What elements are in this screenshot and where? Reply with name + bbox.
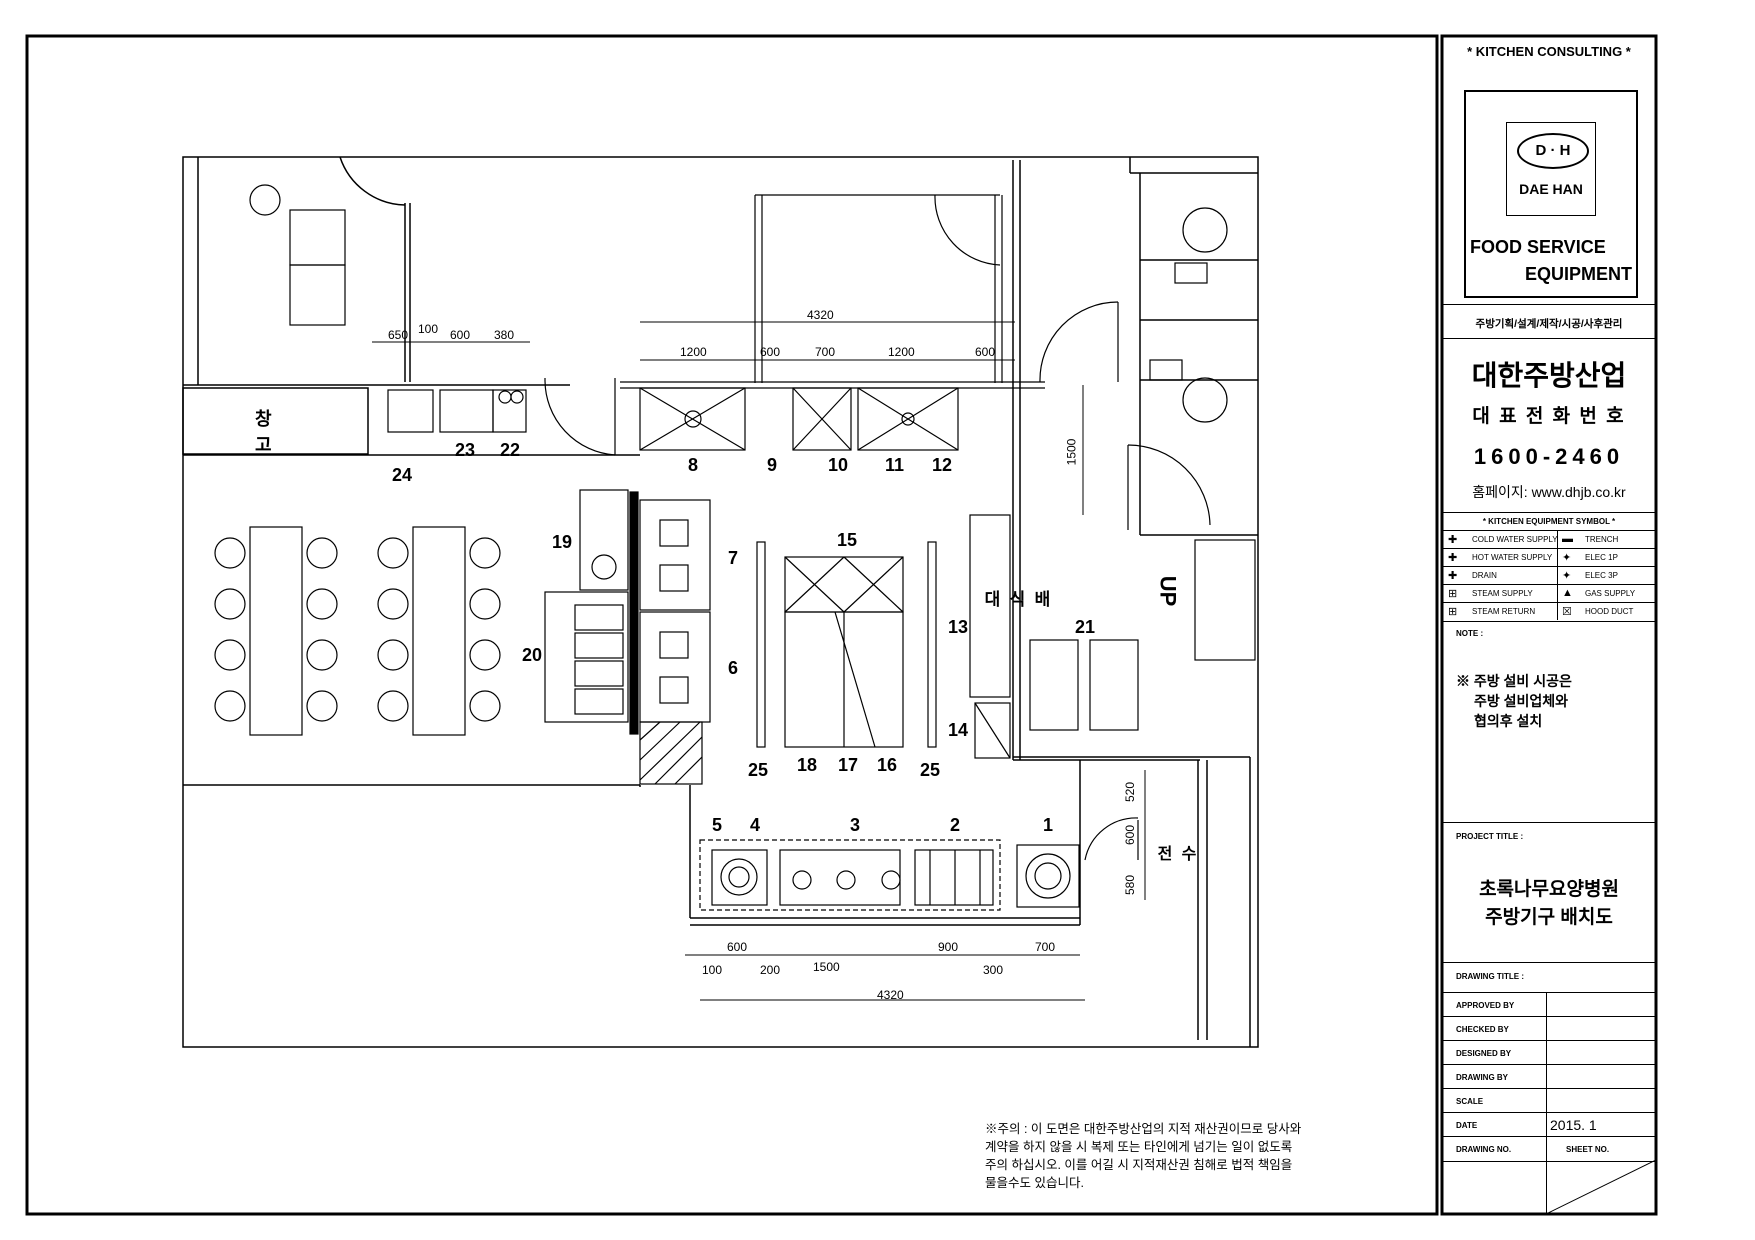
doors: [544, 194, 1211, 861]
left-equipment: [544, 489, 711, 785]
right-equipment: [249, 184, 1256, 731]
dining-area: [214, 526, 501, 736]
center-islands: [756, 514, 1011, 759]
building-walls: [182, 156, 1259, 1048]
cooking-line: [699, 839, 1080, 911]
top-counter: [620, 381, 1045, 451]
dimension-lines: [372, 321, 1146, 1001]
